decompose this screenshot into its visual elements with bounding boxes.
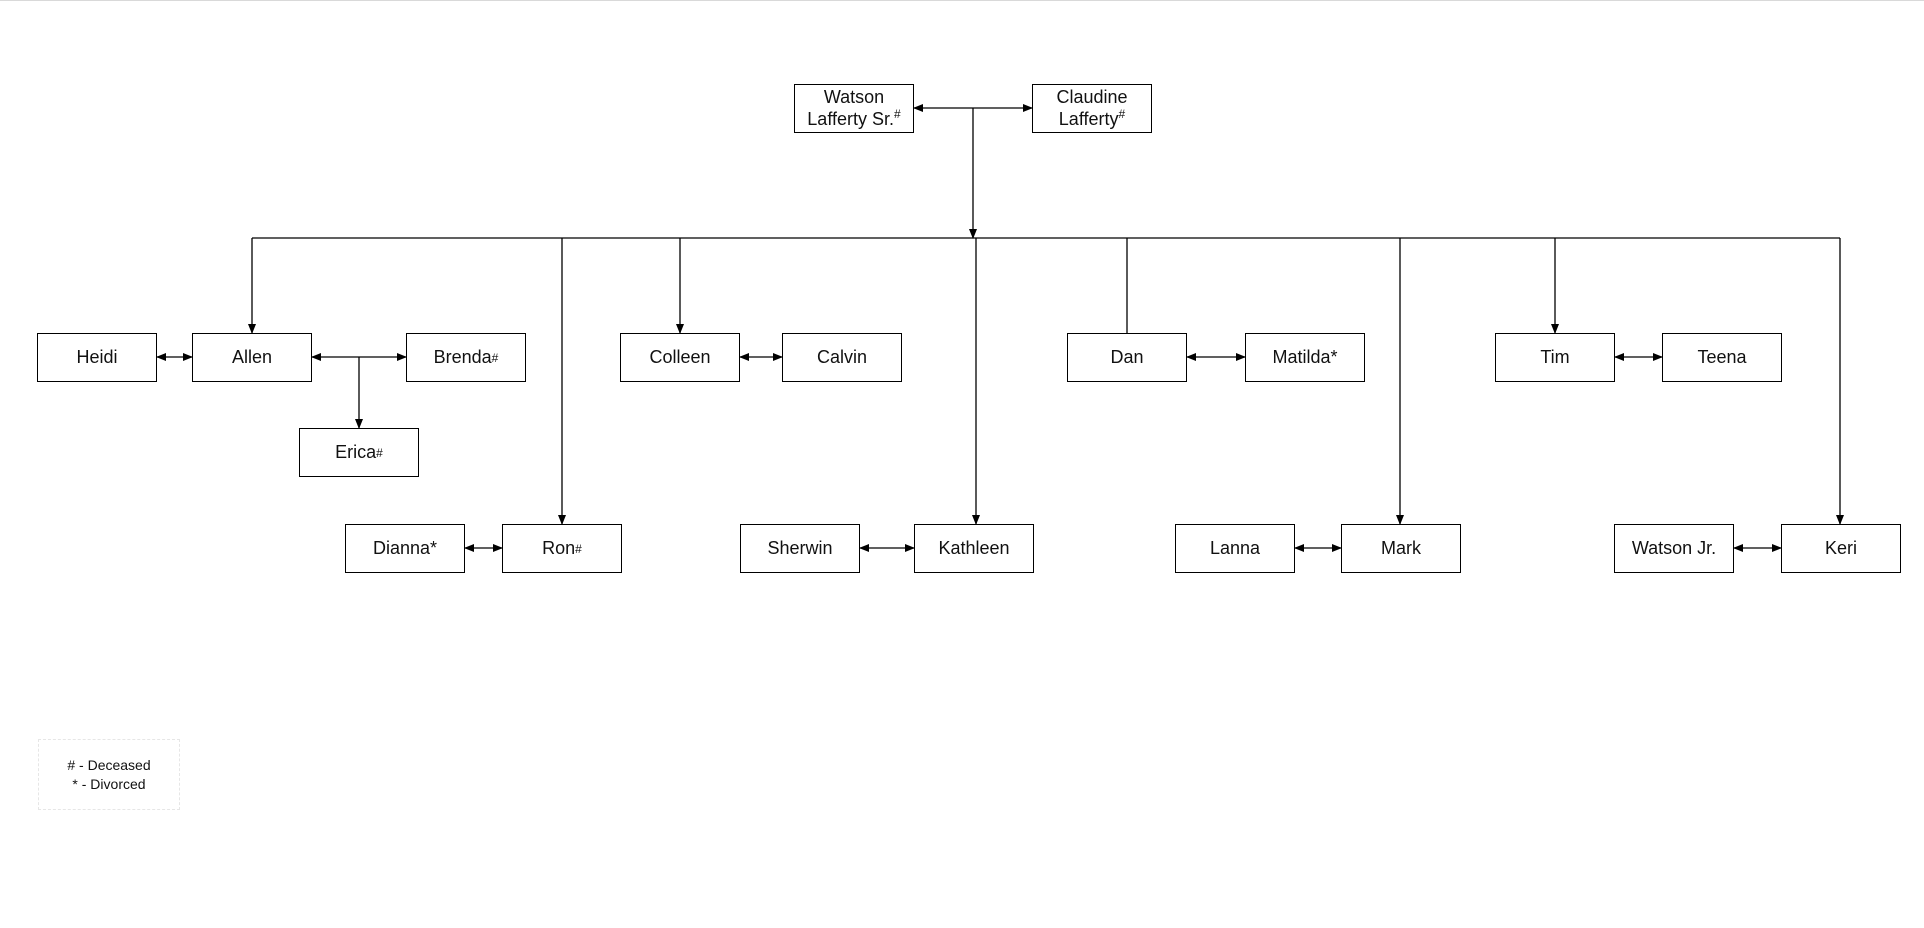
deceased-mark: # (1118, 106, 1126, 121)
person-name: Erica (335, 441, 377, 462)
deceased-mark: # (894, 106, 901, 121)
person-tim[interactable]: Tim (1495, 333, 1615, 382)
person-name: Allen (231, 346, 273, 367)
person-name: Dan (1110, 346, 1144, 367)
person-watson-lafferty-sr[interactable]: Watson Lafferty Sr.# (794, 84, 914, 133)
person-brenda[interactable]: Brenda# (406, 333, 526, 382)
person-name: Ron (542, 537, 576, 558)
legend-deceased: # - Deceased (67, 757, 151, 774)
person-name-line1: Claudine (1056, 86, 1128, 107)
person-name-line1: Watson (823, 86, 885, 107)
top-border (0, 0, 1924, 1)
person-ron[interactable]: Ron# (502, 524, 622, 573)
person-name: Watson Jr. (1631, 537, 1717, 558)
person-name: Brenda (433, 346, 492, 367)
person-name: Lanna (1209, 537, 1261, 558)
person-heidi[interactable]: Heidi (37, 333, 157, 382)
person-allen[interactable]: Allen (192, 333, 312, 382)
person-name: Mark (1381, 537, 1421, 558)
person-name-line2: Lafferty Sr.# (807, 106, 901, 129)
person-sherwin[interactable]: Sherwin (740, 524, 860, 573)
person-name: Colleen (649, 346, 711, 367)
legend-divorced: * - Divorced (72, 775, 146, 792)
person-mark[interactable]: Mark (1341, 524, 1461, 573)
person-name-line2: Lafferty# (1058, 106, 1126, 129)
person-watson-jr[interactable]: Watson Jr. (1614, 524, 1734, 573)
person-teena[interactable]: Teena (1662, 333, 1782, 382)
person-name: Dianna* (372, 537, 438, 558)
person-claudine-lafferty[interactable]: Claudine Lafferty# (1032, 84, 1152, 133)
person-colleen[interactable]: Colleen (620, 333, 740, 382)
person-dan[interactable]: Dan (1067, 333, 1187, 382)
person-matilda[interactable]: Matilda* (1245, 333, 1365, 382)
person-name: Sherwin (767, 537, 833, 558)
person-erica[interactable]: Erica# (299, 428, 419, 477)
person-calvin[interactable]: Calvin (782, 333, 902, 382)
person-name: Kathleen (938, 537, 1010, 558)
person-lanna[interactable]: Lanna (1175, 524, 1295, 573)
person-name: Keri (1824, 537, 1857, 558)
person-name: Teena (1697, 346, 1747, 367)
person-name: Tim (1540, 346, 1570, 367)
person-name: Matilda* (1272, 346, 1338, 367)
person-keri[interactable]: Keri (1781, 524, 1901, 573)
person-name: Calvin (816, 346, 868, 367)
person-kathleen[interactable]: Kathleen (914, 524, 1034, 573)
legend: # - Deceased * - Divorced (38, 739, 180, 810)
person-name: Heidi (76, 346, 118, 367)
person-dianna[interactable]: Dianna* (345, 524, 465, 573)
